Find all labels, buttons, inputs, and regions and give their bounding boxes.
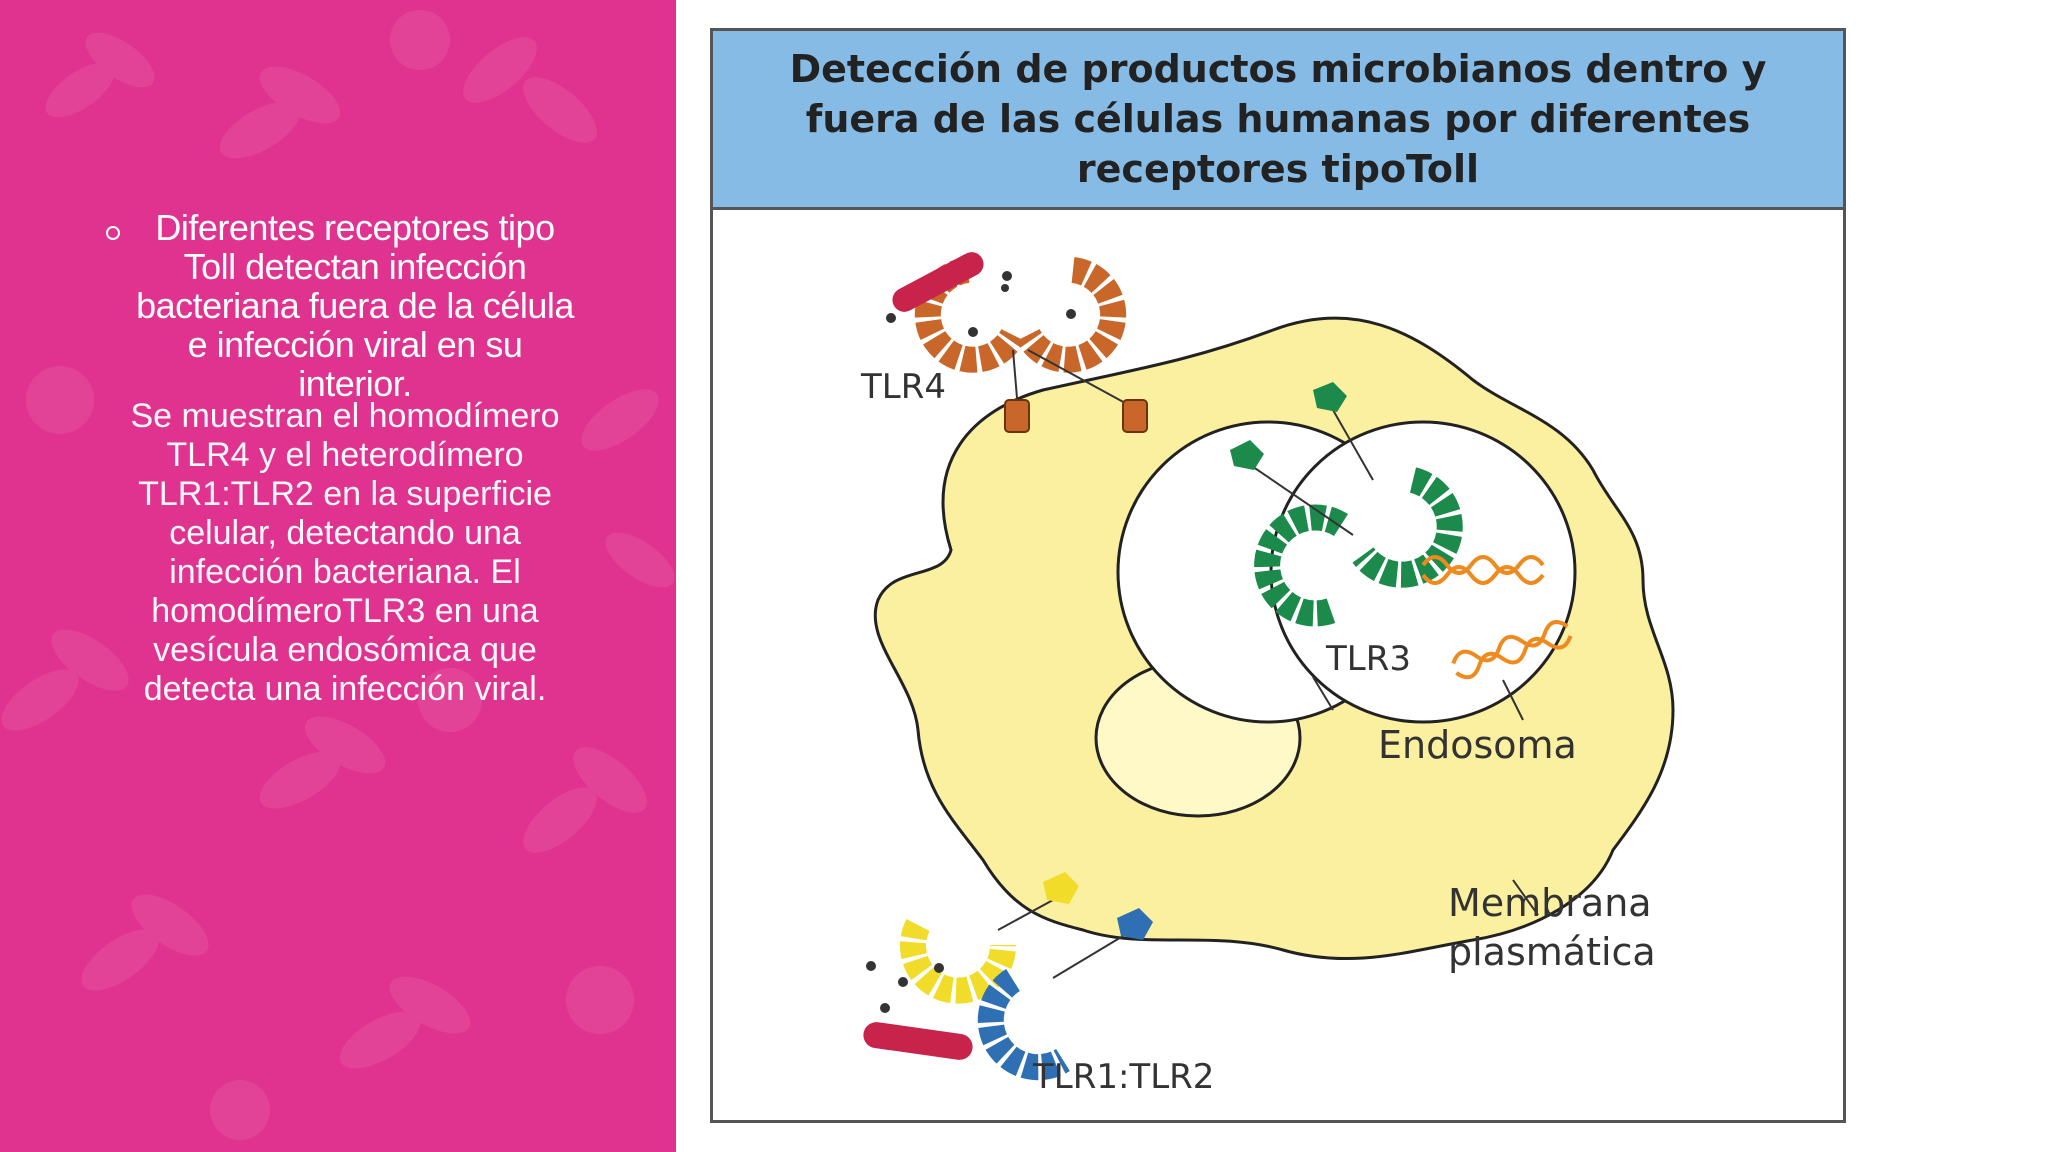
bullet-text: Diferentes receptores tipo Toll detectan… [106,207,580,709]
label-tlr3: TLR3 [1325,639,1411,679]
viral-rna [1421,555,1573,680]
label-endosome: Endosoma [1378,723,1577,767]
figure-title: Detección de productos microbianos dentr… [789,47,1767,191]
label-tlr4: TLR4 [860,367,946,407]
tlr-diagram: TLR4 TLR3 Endosoma Membrana plasmática T… [860,252,1675,1097]
figure-header: Detección de productos microbianos dentr… [713,31,1843,210]
label-membrane-line2: plasmática [1448,930,1656,974]
bullet-strong-text: Diferentes receptores tipo Toll detectan… [136,207,574,404]
leaf-pattern [1,10,675,1140]
bacterium-bottom [863,1022,973,1060]
tlr3-receptor [1230,382,1463,627]
bullet-circle-icon [106,226,120,240]
label-tlr1-tlr2: TLR1:TLR2 [1032,1057,1214,1097]
left-panel: Diferentes receptores tipo Toll detectan… [0,0,676,1152]
bacterium-top [892,252,984,312]
tlr1-tlr2-receptor [900,872,1153,1081]
bacterial-products-top [886,271,1076,337]
label-membrane-line1: Membrana [1448,881,1652,925]
tlr-figure: Detección de productos microbianos dentr… [710,28,1846,1123]
bacterial-products-bottom [866,961,944,1013]
bullet-light-text: Se muestran el homodímero TLR4 y el hete… [130,397,560,708]
